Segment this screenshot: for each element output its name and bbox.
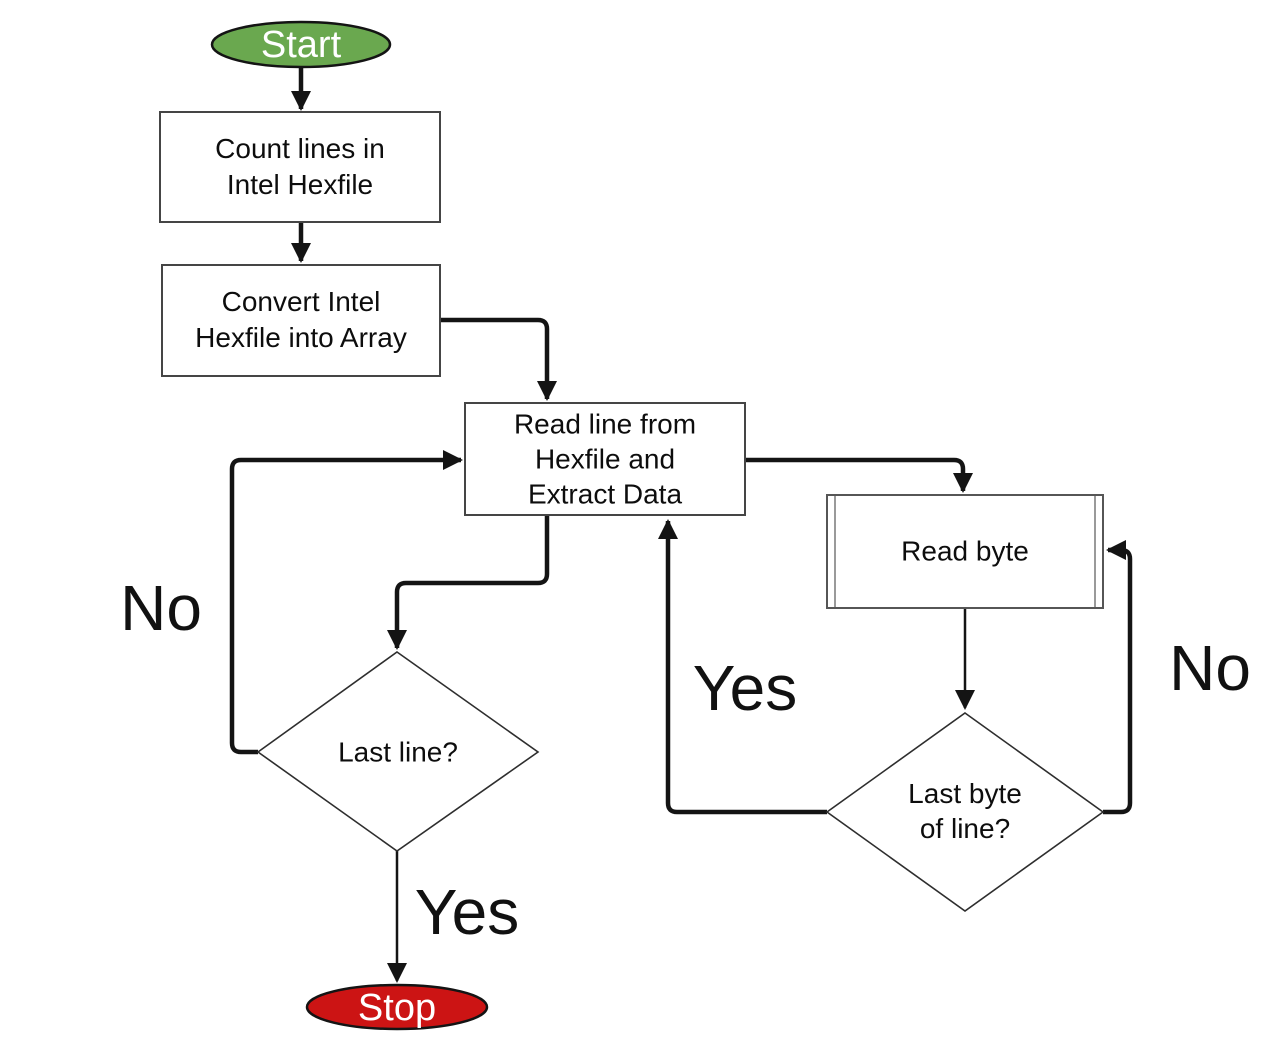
edge-convert-to-readline: [440, 317, 557, 401]
edge-readline-to-readbyte: [745, 457, 973, 493]
edge-lastbyte-no-to-readbyte: [1103, 540, 1133, 815]
edge-readline-to-lastline: [387, 515, 550, 650]
edge-lastbyte-yes-to-readline: [658, 519, 827, 815]
last-line-decision-shape: [256, 651, 540, 852]
read-byte-predefined-process-shape: [826, 494, 1104, 609]
convert-process-shape: [161, 264, 441, 377]
read-line-process-shape: [464, 402, 746, 516]
last-byte-decision-shape: [825, 712, 1105, 912]
start-terminator-shape: [210, 20, 392, 69]
edge-lastline-no-to-readline: [229, 450, 463, 755]
count-lines-process-shape: [159, 111, 441, 223]
stop-terminator-shape: [305, 983, 489, 1031]
